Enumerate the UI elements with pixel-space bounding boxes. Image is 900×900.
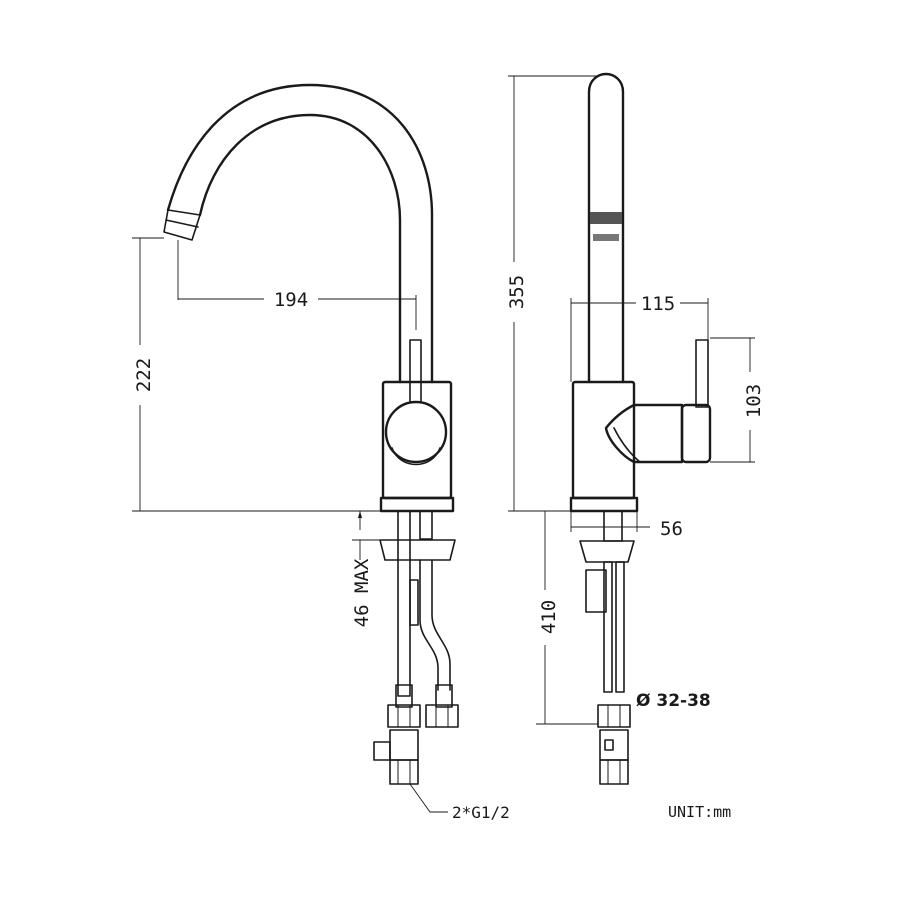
dim-handle-height: 103: [743, 384, 765, 418]
front-angle-valve: [373, 729, 419, 785]
front-hose-right: [419, 559, 451, 691]
front-body: [381, 380, 453, 500]
front-base: [379, 496, 455, 513]
front-handle-lever: [409, 339, 422, 403]
front-fixing-nut: [379, 539, 456, 561]
side-aerator: [590, 212, 622, 224]
dim-overall-height: 355: [506, 275, 528, 309]
front-handle-cartridge: [384, 400, 448, 464]
side-hex-nut: [597, 704, 631, 728]
side-angle-valve: [599, 729, 629, 785]
side-view: 355 115 103 56 410 Ø 32-38: [506, 72, 765, 785]
side-handle-lever: [695, 339, 709, 408]
label-connection: 2*G1/2: [452, 803, 510, 822]
front-shank: [397, 510, 411, 697]
dim-spout-reach: 194: [274, 289, 308, 311]
front-spout-inner: [198, 113, 402, 384]
unit-label: UNIT:mm: [668, 803, 731, 821]
dim-hose-length: 410: [538, 600, 560, 634]
front-view: 194 222 46 MAX 2*G1/2: [132, 83, 510, 822]
dim-handle-reach: 115: [641, 293, 675, 315]
dim-spout-height: 222: [133, 358, 155, 392]
front-spout-outer: [166, 83, 434, 384]
label-hole-diameter: Ø 32-38: [636, 691, 711, 711]
side-spout: [587, 72, 625, 384]
side-body: [571, 380, 636, 500]
dim-deck-thickness: 46 MAX: [351, 558, 373, 627]
side-handle-cartridge: [604, 403, 684, 464]
front-hex-nut-right: [425, 704, 459, 728]
dim-base-diameter: 56: [660, 518, 683, 540]
front-hex-nut-left: [387, 704, 421, 728]
front-aerator: [163, 209, 201, 241]
side-base: [569, 496, 639, 513]
side-fixing-nut: [579, 540, 635, 563]
